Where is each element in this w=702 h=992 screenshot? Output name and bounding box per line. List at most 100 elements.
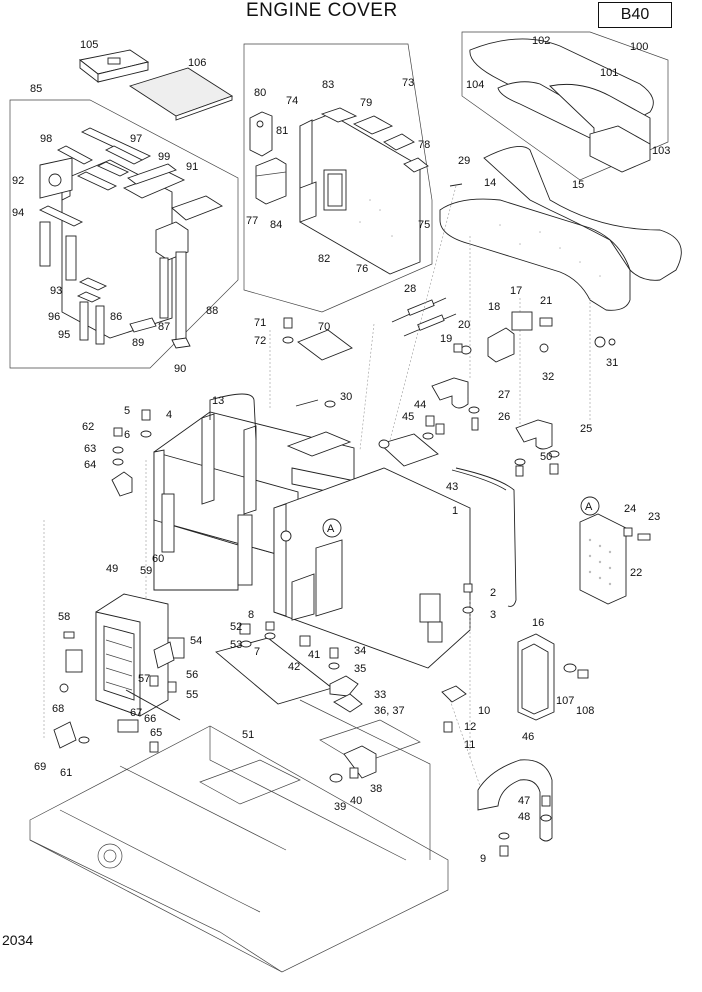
callout-21: 21 bbox=[540, 295, 552, 307]
callout-22: 22 bbox=[630, 567, 642, 579]
callout-1: 1 bbox=[452, 505, 458, 517]
callout-73: 73 bbox=[402, 77, 414, 89]
callout-100: 100 bbox=[630, 41, 648, 53]
callout-47: 47 bbox=[518, 795, 530, 807]
callout-7: 7 bbox=[254, 646, 260, 658]
detail-marker-a-filter-label: A bbox=[585, 501, 593, 513]
callout-96: 96 bbox=[48, 311, 60, 323]
callout-103: 103 bbox=[652, 145, 670, 157]
callout-34: 34 bbox=[354, 645, 366, 657]
callout-50: 50 bbox=[540, 451, 552, 463]
callout-19: 19 bbox=[440, 333, 452, 345]
plate-43-cover bbox=[379, 433, 439, 467]
leader-lines bbox=[43, 185, 591, 787]
callout-63: 63 bbox=[84, 443, 96, 455]
callout-39: 39 bbox=[334, 801, 346, 813]
callout-53: 53 bbox=[230, 639, 242, 651]
callout-81: 81 bbox=[276, 125, 288, 137]
callout-61: 61 bbox=[60, 767, 72, 779]
callout-29: 29 bbox=[458, 155, 470, 167]
callout-68: 68 bbox=[52, 703, 64, 715]
callout-77: 77 bbox=[246, 215, 258, 227]
callout-18: 18 bbox=[488, 301, 500, 313]
seal-13-right bbox=[455, 467, 517, 607]
diagram-title: ENGINE COVER bbox=[246, 0, 398, 21]
callout-66: 66 bbox=[144, 713, 156, 725]
callout-84: 84 bbox=[270, 219, 282, 231]
callout-23: 23 bbox=[648, 511, 660, 523]
callout-3: 3 bbox=[490, 609, 496, 621]
seal-13-upper bbox=[209, 393, 257, 441]
callout-36-37: 36, 37 bbox=[374, 705, 405, 717]
pad-103 bbox=[78, 49, 150, 83]
callout-74: 74 bbox=[286, 95, 298, 107]
callout-94: 94 bbox=[12, 207, 24, 219]
gas-spring bbox=[391, 297, 457, 337]
callout-46: 46 bbox=[522, 731, 534, 743]
pad-104 bbox=[128, 67, 234, 121]
callout-44: 44 bbox=[414, 399, 426, 411]
callout-16: 16 bbox=[532, 617, 544, 629]
bracket-46 bbox=[477, 759, 553, 842]
callout-108: 108 bbox=[576, 705, 594, 717]
callout-70: 70 bbox=[318, 321, 330, 333]
callout-90: 90 bbox=[174, 363, 186, 375]
callout-35: 35 bbox=[354, 663, 366, 675]
lower-frame bbox=[29, 699, 449, 973]
figure-number: 2034 bbox=[2, 932, 34, 948]
callout-14: 14 bbox=[484, 177, 496, 189]
callout-83: 83 bbox=[322, 79, 334, 91]
callout-52: 52 bbox=[230, 621, 242, 633]
callout-95: 95 bbox=[58, 329, 70, 341]
callout-89: 89 bbox=[132, 337, 144, 349]
callout-33: 33 bbox=[374, 689, 386, 701]
callout-79: 79 bbox=[360, 97, 372, 109]
callout-93: 93 bbox=[50, 285, 62, 297]
callout-26: 26 bbox=[498, 411, 510, 423]
liner-group-frame bbox=[243, 43, 433, 313]
seal-43 bbox=[451, 469, 507, 491]
insulation-pieces bbox=[38, 127, 223, 349]
side-cover-1 bbox=[273, 467, 471, 669]
callout-56: 56 bbox=[186, 669, 198, 681]
callout-59: 59 bbox=[140, 565, 152, 577]
callout-86: 86 bbox=[110, 311, 122, 323]
callout-30: 30 bbox=[340, 391, 352, 403]
cover-pad-group-frame bbox=[461, 31, 669, 181]
callout-31: 31 bbox=[606, 357, 618, 369]
filter-panel-22 bbox=[579, 513, 627, 605]
callout-55: 55 bbox=[186, 689, 198, 701]
callout-82: 82 bbox=[318, 253, 330, 265]
callout-71: 71 bbox=[254, 317, 266, 329]
callout-88: 88 bbox=[206, 305, 218, 317]
callout-20: 20 bbox=[458, 319, 470, 331]
callout-85: 85 bbox=[30, 83, 42, 95]
callout-62: 62 bbox=[82, 421, 94, 433]
callout-107: 107 bbox=[556, 695, 574, 707]
insulation-group-frame bbox=[9, 99, 239, 369]
callout-25: 25 bbox=[580, 423, 592, 435]
callout-87: 87 bbox=[158, 321, 170, 333]
callout-75: 75 bbox=[418, 219, 430, 231]
callout-54: 54 bbox=[190, 635, 202, 647]
callout-67: 67 bbox=[130, 707, 142, 719]
callout-97: 97 bbox=[130, 133, 142, 145]
callout-2: 2 bbox=[490, 587, 496, 599]
callout-49: 49 bbox=[106, 563, 118, 575]
callout-64: 64 bbox=[84, 459, 96, 471]
detail-marker-a-filter bbox=[580, 496, 600, 516]
hinge-brackets bbox=[431, 377, 553, 450]
callout-9: 9 bbox=[480, 853, 486, 865]
callout-45: 45 bbox=[402, 411, 414, 423]
callout-6: 6 bbox=[124, 429, 130, 441]
callout-76: 76 bbox=[356, 263, 368, 275]
callout-106: 106 bbox=[188, 57, 206, 69]
callout-78: 78 bbox=[418, 139, 430, 151]
callout-58: 58 bbox=[58, 611, 70, 623]
callout-38: 38 bbox=[370, 783, 382, 795]
callout-32: 32 bbox=[542, 371, 554, 383]
callout-40: 40 bbox=[350, 795, 362, 807]
callout-8: 8 bbox=[248, 609, 254, 621]
section-code-box: B40 bbox=[598, 2, 672, 28]
